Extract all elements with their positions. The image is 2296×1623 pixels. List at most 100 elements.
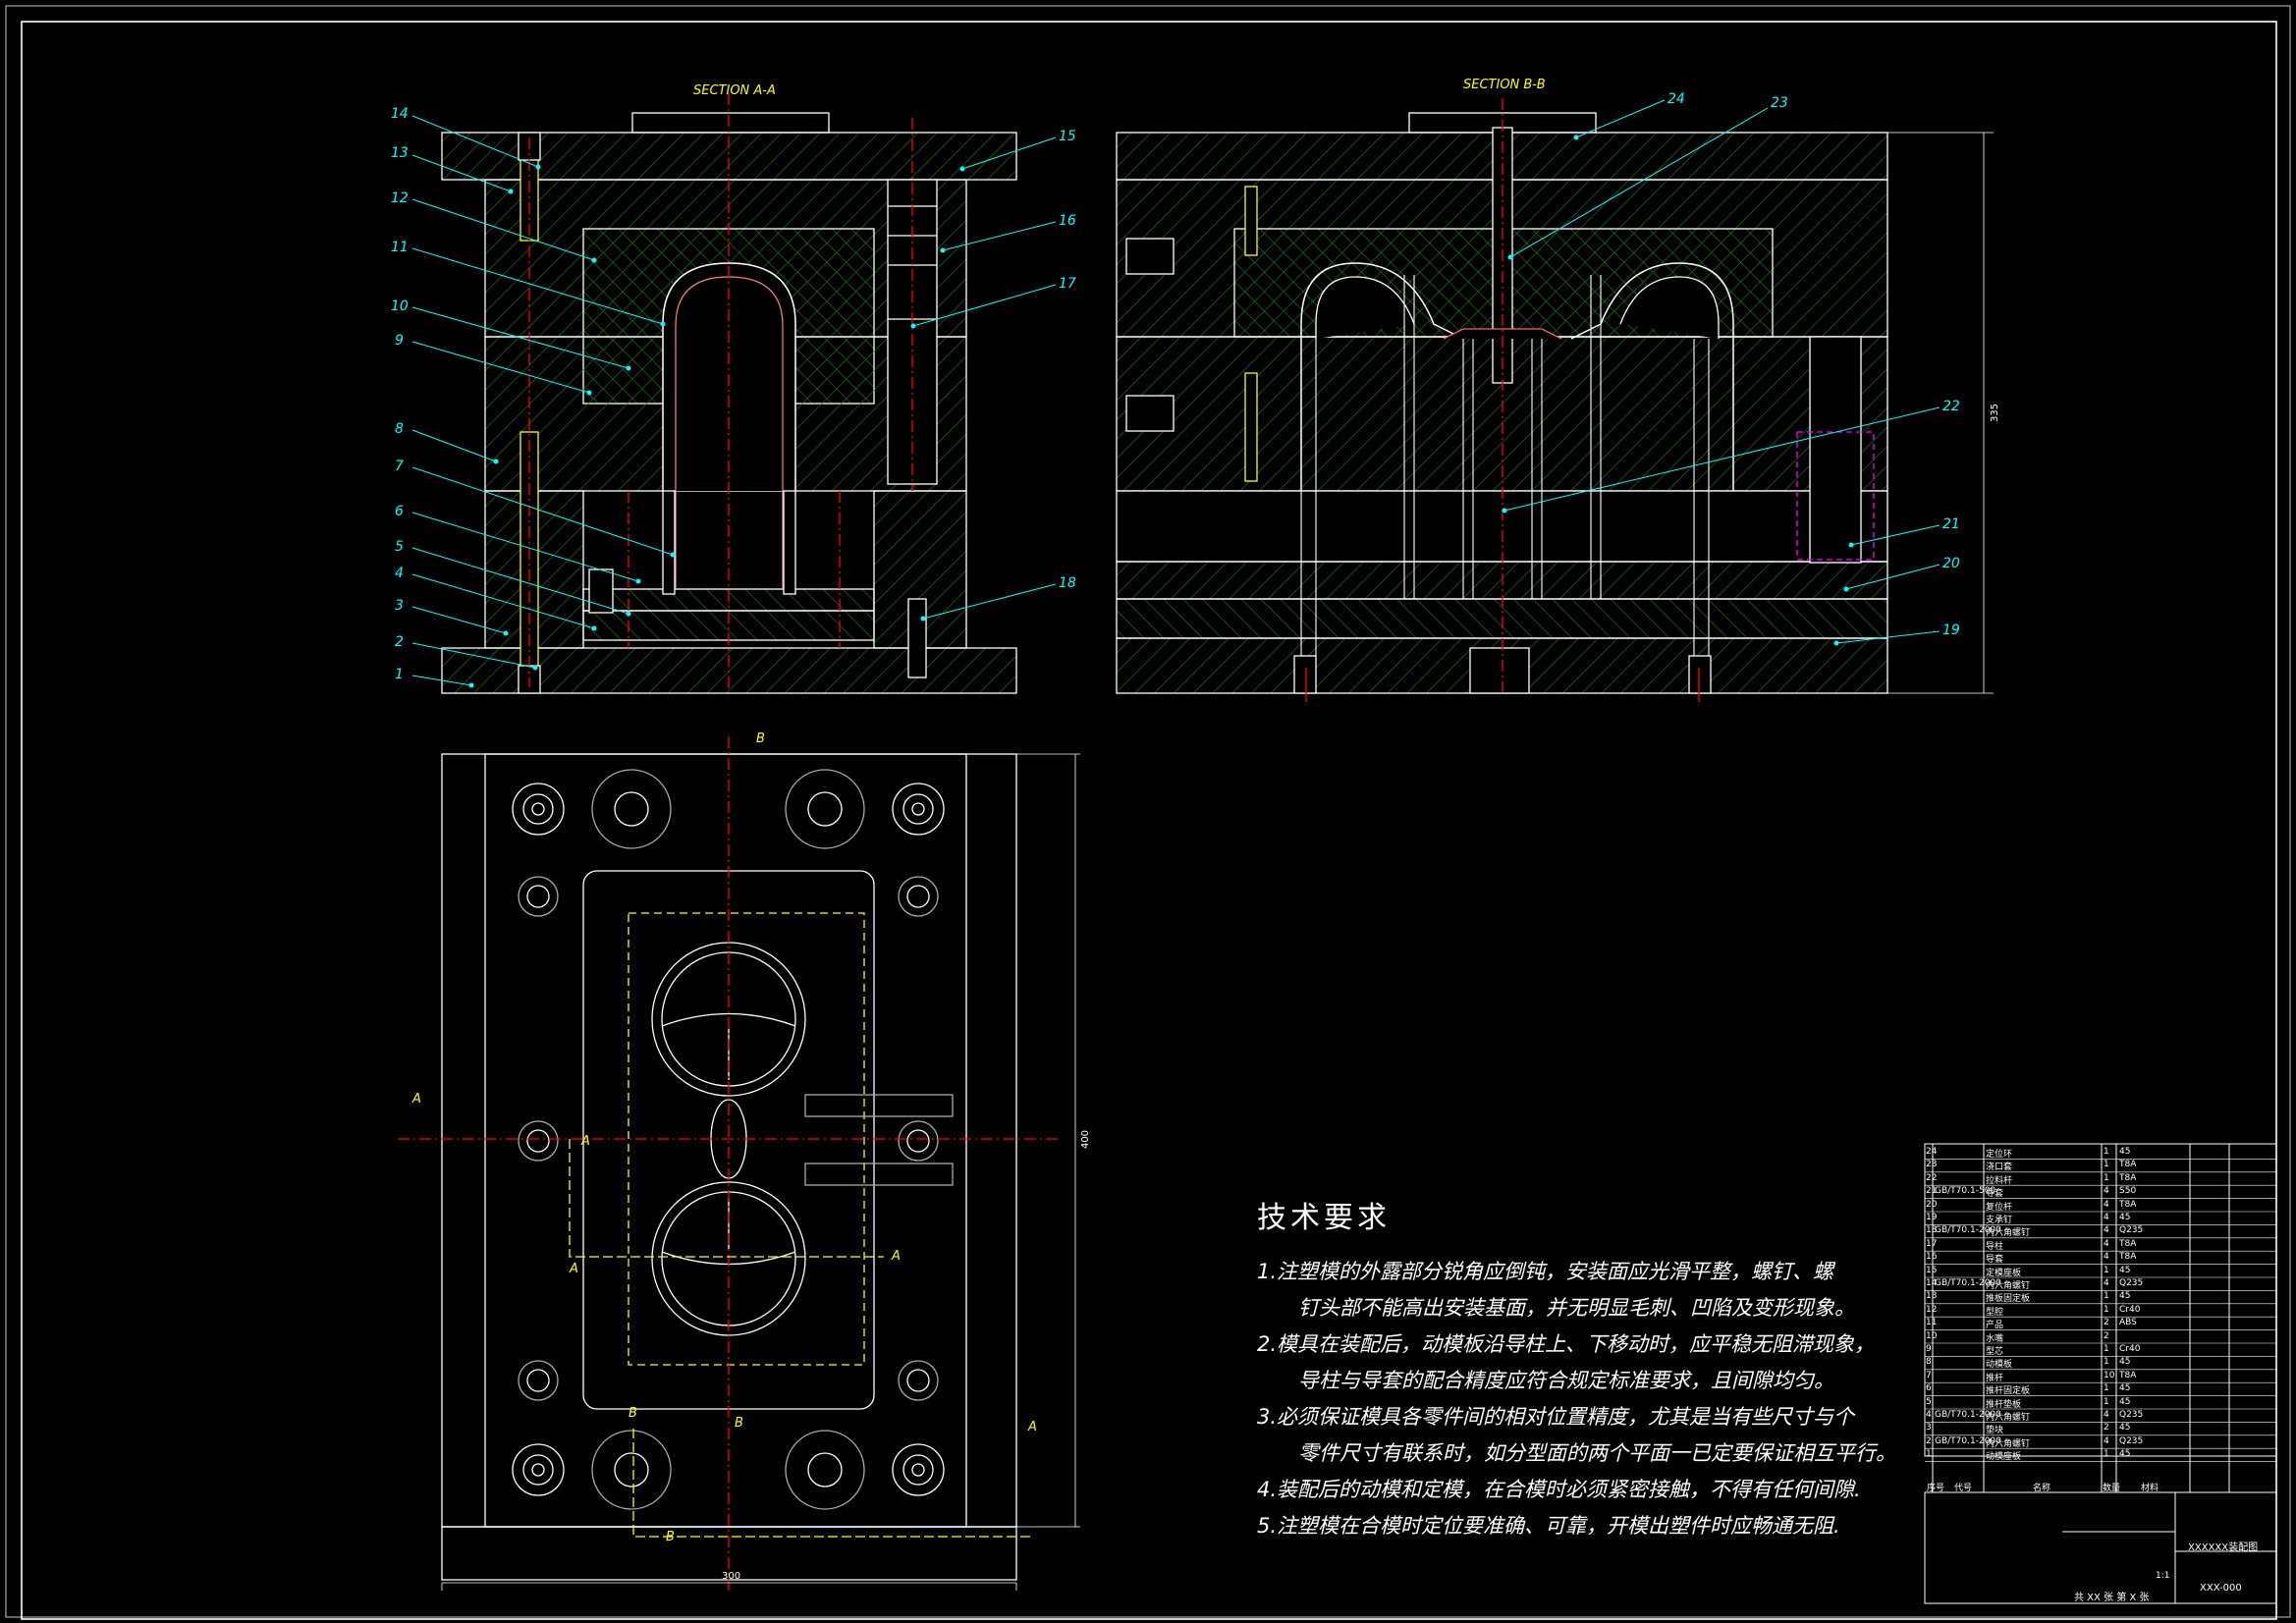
bom-cell-qty: 4 bbox=[2104, 1186, 2109, 1197]
section-a-title: SECTION A-A bbox=[693, 83, 776, 98]
bom-cell-code: GB/T70.1-2000 bbox=[1935, 1278, 2001, 1288]
callout-19: 19 bbox=[1942, 622, 1960, 638]
bom-cell-no: 5 bbox=[1926, 1396, 1932, 1407]
bom-cell-no: 13 bbox=[1926, 1291, 1938, 1302]
bom-cell-mat: Q235 bbox=[2119, 1278, 2144, 1288]
bom-cell-qty: 4 bbox=[2104, 1410, 2109, 1420]
bom-cell-no: 9 bbox=[1926, 1344, 1932, 1354]
bom-cell-mat: T8A bbox=[2119, 1370, 2137, 1380]
mark-b-lower: B bbox=[629, 1406, 637, 1421]
section-b-view bbox=[1116, 98, 1994, 702]
bom-cell-name: 型芯 bbox=[1986, 1347, 2004, 1357]
tech-note-line: 3.必须保证模具各零件间的相对位置精度，尤其是当有些尺寸与个 bbox=[1257, 1405, 1855, 1429]
bom-cell-no: 10 bbox=[1926, 1330, 1938, 1341]
bom-cell-qty: 2 bbox=[2104, 1318, 2109, 1328]
bom-cell-mat: Cr40 bbox=[2119, 1344, 2141, 1354]
bom-cell-qty: 4 bbox=[2104, 1225, 2109, 1236]
callout-21: 21 bbox=[1942, 516, 1960, 532]
bom-cell-mat: S50 bbox=[2119, 1186, 2137, 1197]
bom-cell-no: 17 bbox=[1926, 1238, 1938, 1249]
bom-cell-name: 推杆固定板 bbox=[1986, 1386, 2031, 1397]
bom-cell-mat: 45 bbox=[2119, 1291, 2131, 1302]
bom-cell-name: 定模座板 bbox=[1986, 1268, 2022, 1278]
sheet-count: 共 XX 张 第 X 张 bbox=[2074, 1593, 2150, 1603]
bom-cell-name: 内六角螺钉 bbox=[1986, 1413, 2031, 1423]
bom-grid bbox=[1925, 1159, 2276, 1462]
technical-notes: 技术要求 1.注塑模的外露部分锐角应倒钝，安装面应光滑平整，螺钉、螺 钉头部不能… bbox=[1257, 1193, 1896, 1544]
bom-cell-qty: 1 bbox=[2104, 1265, 2109, 1275]
scale: 1:1 bbox=[2156, 1571, 2170, 1581]
bom-cell-mat: 45 bbox=[2119, 1383, 2131, 1394]
bom-cell-name: 产品 bbox=[1986, 1321, 2004, 1331]
bom-cell-qty: 1 bbox=[2104, 1357, 2109, 1368]
bom-cell-name: 导套 bbox=[1986, 1189, 2004, 1200]
callout-12: 12 bbox=[391, 190, 409, 206]
bom-cell-name: 导套 bbox=[1986, 1255, 2004, 1266]
bom-cell-no: 19 bbox=[1926, 1213, 1938, 1222]
callout-3: 3 bbox=[395, 598, 404, 614]
bom-cell-qty: 4 bbox=[2104, 1238, 2109, 1249]
tech-note-line: 4.装配后的动模和定模，在合模时必须紧密接触，不得有任何间隙. bbox=[1257, 1478, 1861, 1501]
bom-cell-no: 23 bbox=[1926, 1160, 1938, 1170]
bom-cell-qty: 4 bbox=[2104, 1199, 2109, 1210]
bom-cell-qty: 2 bbox=[2104, 1330, 2109, 1341]
bom-header-qty: 数量 bbox=[2103, 1484, 2121, 1493]
section-a-view bbox=[441, 93, 1017, 694]
bom-cell-no: 7 bbox=[1926, 1370, 1932, 1380]
dim-height-b: 335 bbox=[1990, 403, 2001, 423]
bom-cell-name: 型腔 bbox=[1986, 1307, 2004, 1318]
bom-cell-mat: ABS bbox=[2119, 1318, 2137, 1328]
bom-cell-qty: 1 bbox=[2104, 1449, 2109, 1460]
bom-cell-name: 支承钉 bbox=[1986, 1216, 2013, 1225]
drawing-frame-outer bbox=[5, 5, 2291, 1618]
bom-cell-qty: 4 bbox=[2104, 1435, 2109, 1446]
callout-9: 9 bbox=[395, 333, 404, 349]
bom-cell-no: 20 bbox=[1926, 1199, 1938, 1210]
bom-cell-mat: Cr40 bbox=[2119, 1304, 2141, 1315]
tech-note-line: 钉头部不能高出安装基面，并无明显毛刺、凹陷及变形现象。 bbox=[1298, 1296, 1855, 1320]
bom-cell-no: 22 bbox=[1926, 1172, 1938, 1183]
bom-cell-no: 18 bbox=[1926, 1225, 1938, 1236]
bom-cell-qty: 1 bbox=[2104, 1344, 2109, 1354]
callout-10: 10 bbox=[391, 298, 409, 314]
callout-17: 17 bbox=[1059, 276, 1076, 292]
bom-header-mat: 材料 bbox=[2141, 1484, 2159, 1493]
bom-cell-qty: 1 bbox=[2104, 1383, 2109, 1394]
plan-view bbox=[398, 736, 1080, 1591]
callout-4: 4 bbox=[395, 566, 404, 581]
bom-cell-name: 水嘴 bbox=[1986, 1333, 2004, 1344]
callout-15: 15 bbox=[1059, 129, 1076, 144]
drawing-frame-inner bbox=[21, 21, 2277, 1620]
bom-cell-no: 11 bbox=[1926, 1318, 1938, 1328]
callout-6: 6 bbox=[395, 504, 404, 519]
bom-cell-mat: 45 bbox=[2119, 1147, 2131, 1157]
plan-holes bbox=[512, 769, 945, 1510]
tech-note-line: 导柱与导套的配合精度应符合规定标准要求，且间隙均匀。 bbox=[1298, 1369, 1834, 1392]
drawing-name: XXXXXX装配图 bbox=[2188, 1542, 2259, 1553]
drawing-number: XXX-000 bbox=[2200, 1583, 2242, 1594]
callout-7: 7 bbox=[395, 459, 404, 474]
callout-14: 14 bbox=[391, 106, 409, 122]
bom-cell-name: 定位环 bbox=[1986, 1150, 2013, 1160]
bom-cell-no: 14 bbox=[1926, 1278, 1938, 1288]
bom-cell-qty: 1 bbox=[2104, 1147, 2109, 1157]
bom-cell-mat: 45 bbox=[2119, 1396, 2131, 1407]
section-b-title: SECTION B-B bbox=[1463, 78, 1546, 92]
callout-20: 20 bbox=[1942, 556, 1960, 571]
bom-cell-name: 内六角螺钉 bbox=[1986, 1281, 2031, 1291]
bom-cell-no: 4 bbox=[1926, 1410, 1932, 1420]
bom-cell-mat: Q235 bbox=[2119, 1410, 2144, 1420]
callout-2: 2 bbox=[395, 634, 404, 650]
mark-a-far-right: A bbox=[1028, 1420, 1037, 1434]
bom-cell-name: 动模座板 bbox=[1986, 1452, 2022, 1463]
bom-cell-no: 6 bbox=[1926, 1383, 1932, 1394]
tech-note-line: 零件尺寸有联系时，如分型面的两个平面一已定要保证相互平行。 bbox=[1298, 1441, 1896, 1465]
bom-cell-name: 内六角螺钉 bbox=[1986, 1438, 2031, 1449]
callout-8: 8 bbox=[395, 421, 404, 437]
bom-cell-code: GB/T70.1-2000 bbox=[1935, 1435, 2001, 1446]
bom-cell-code: GB/T70.1-500 bbox=[1935, 1186, 1996, 1197]
bom-cell-code: GB/T70.1-2000 bbox=[1935, 1225, 2001, 1236]
callout-22: 22 bbox=[1942, 399, 1960, 414]
tech-notes-title: 技术要求 bbox=[1257, 1201, 1391, 1235]
mark-a-lower: A bbox=[570, 1262, 578, 1276]
